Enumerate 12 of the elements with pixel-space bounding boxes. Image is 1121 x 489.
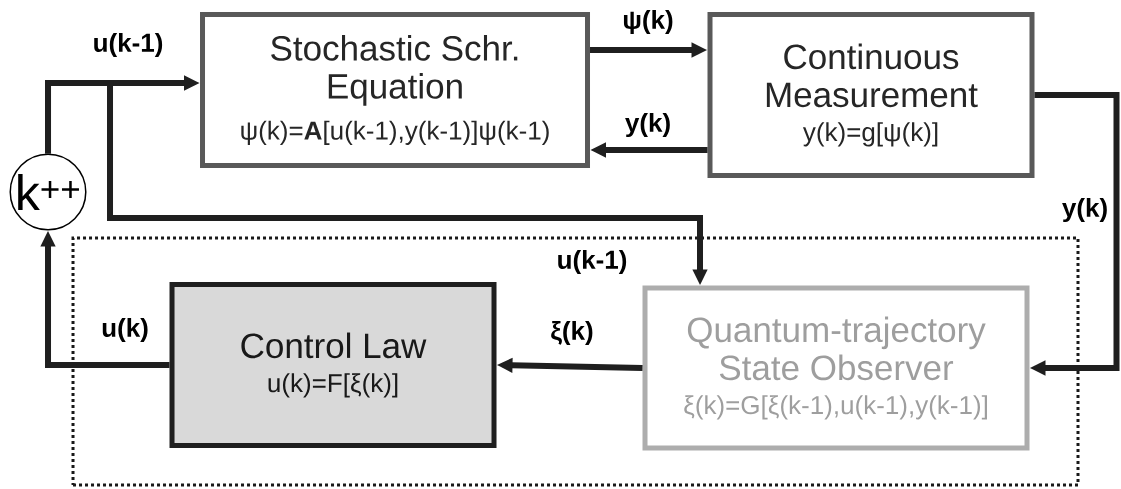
process-box: Stochastic Schr. Equation ψ(k)=A[u(k-1),y(k-1)]ψ(k-1) (200, 12, 590, 168)
edge-label: u(k) (100, 316, 150, 344)
process-box: Continuous Measurement y(k)=g[ψ(k)] (707, 12, 1035, 178)
edge-label: y(k) (623, 111, 673, 139)
edge-label: ξ(k) (549, 319, 595, 347)
edge-label: u(k-1) (91, 31, 165, 59)
process-box: Control Law u(k)=F[ξ(k)] (169, 282, 497, 448)
edge-label: u(k-1) (555, 248, 629, 276)
edge-label: y(k) (1060, 196, 1110, 224)
dotted-frame (71, 236, 1080, 487)
process-box: Quantum-trajectory State Observer ξ(k)=G[ξ(k-1),u(k-1),y(k-1)] (642, 285, 1030, 451)
edge-label: ψ(k) (621, 8, 675, 36)
